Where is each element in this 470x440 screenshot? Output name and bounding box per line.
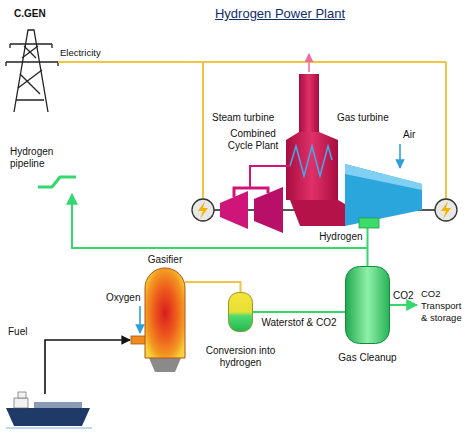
co2-arrow <box>390 305 417 306</box>
node-label: Conversion into hydrogen <box>198 345 283 369</box>
node-label-wrap: Conversion into hydrogen <box>198 345 283 369</box>
steam-pipe <box>250 166 290 188</box>
fuel-ship <box>34 402 82 408</box>
flow-connector <box>253 311 345 313</box>
hrsg-stack <box>308 54 310 72</box>
gas-cleanup: Gas Cleanup <box>345 266 390 344</box>
flow-label: Hydrogen pipeline <box>10 146 70 170</box>
cleanup-vessel <box>346 267 390 344</box>
diagram-title: Hydrogen Power Plant <box>180 6 380 21</box>
conversion-vessel-outline <box>228 292 253 332</box>
electricity-line <box>58 62 446 199</box>
node-label-wrap: Gas turbine <box>337 112 407 124</box>
hydrogen-pipeline-line <box>72 194 368 248</box>
generator-symbol <box>192 199 214 221</box>
oxygen-arrow <box>139 306 141 333</box>
fuel-ship <box>6 392 92 428</box>
power-pylon <box>16 46 44 100</box>
hrsg-stack <box>286 132 338 200</box>
gas-turbine-outline <box>345 160 422 228</box>
steam-coil <box>290 146 332 176</box>
connector-label: Hydrogen <box>319 231 362 243</box>
air-arrow <box>400 144 401 168</box>
fuel-ship <box>18 392 26 398</box>
fuel-ship <box>6 428 92 429</box>
electricity-line <box>202 62 204 199</box>
gasifier-bottom <box>149 358 181 372</box>
fuel-ship <box>6 408 90 426</box>
flow-label: Oxygen <box>106 292 150 304</box>
gas-turbine-body <box>345 164 422 226</box>
co2-arrow <box>390 304 417 306</box>
power-pylon <box>6 44 58 62</box>
fuel-line <box>45 340 130 394</box>
node-label: Gasifier <box>135 254 195 266</box>
hrsg-stack <box>299 74 319 132</box>
power-pylon <box>6 30 58 112</box>
electricity-line <box>445 62 447 199</box>
steam-turbine: Steam turbine <box>218 185 285 235</box>
gasifier: Gasifier <box>145 268 185 372</box>
hrsg-stack <box>286 54 345 226</box>
flow-label: Air <box>403 129 433 141</box>
fuel-ship <box>14 398 28 408</box>
fuel-line <box>45 340 130 394</box>
steam-pipe <box>250 166 290 188</box>
generator-symbol <box>198 201 208 219</box>
flow-label: Fuel <box>8 326 48 338</box>
connector-label: Waterstof & CO2 <box>261 317 336 329</box>
hydrogen-pipeline-line <box>38 177 76 187</box>
flow-connector <box>185 282 241 292</box>
hrsg-stack <box>290 200 345 226</box>
steam-turbine-stage <box>254 187 283 233</box>
air-arrow <box>399 144 401 168</box>
node-label-wrap: Gas Cleanup <box>330 352 405 364</box>
gas-turbine: Gas turbine <box>345 160 422 228</box>
electricity-line <box>58 61 446 63</box>
flow-connector <box>367 228 369 266</box>
generator-symbol <box>435 199 457 221</box>
hydrogen-pipeline-line <box>38 177 368 248</box>
conversion-vessel <box>229 293 253 332</box>
oxygen-arrow <box>140 306 141 333</box>
gasifier-outline <box>145 268 185 372</box>
steam-turbine-stage <box>220 191 248 229</box>
power-pylon <box>6 44 58 66</box>
flow-label: Electricity <box>60 47 130 59</box>
node-label-wrap: Gasifier <box>135 254 195 266</box>
gas-cleanup-outline <box>345 266 390 344</box>
generator-symbol <box>441 201 451 219</box>
plant-label: Combined Cycle Plant <box>224 128 282 152</box>
destination-label: CO2 Transport & storage <box>421 288 468 324</box>
conversion-vessel: Conversion into hydrogen <box>228 292 253 332</box>
node-label-wrap: Steam turbine <box>212 112 284 124</box>
logo-text: C.GEN <box>14 8 74 20</box>
steam-coil <box>290 146 332 176</box>
node-label: Gas Cleanup <box>330 352 405 364</box>
gasifier-vessel <box>145 268 185 358</box>
flow-label: CO2 <box>393 290 419 302</box>
power-pylon <box>14 30 48 112</box>
gas-turbine-top <box>345 164 422 190</box>
steam-turbine-outline <box>218 185 285 235</box>
combustor <box>359 218 379 228</box>
node-label: Steam turbine <box>212 112 284 124</box>
node-label: Gas turbine <box>337 112 407 124</box>
